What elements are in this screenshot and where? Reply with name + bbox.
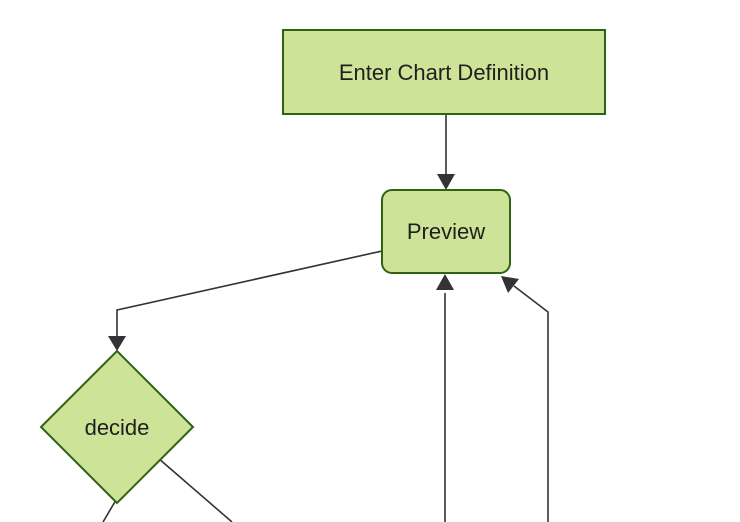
node-label: Preview: [407, 219, 485, 244]
node-preview: Preview: [381, 189, 511, 274]
edge-line: [102, 499, 117, 522]
node-label: Enter Chart Definition: [339, 60, 549, 85]
edge-decide-to-offscreen-left: [102, 499, 117, 522]
edge-decide-to-offscreen-right: [157, 457, 233, 522]
diamond-shape: [39, 349, 195, 505]
edge-enter-to-preview: [437, 114, 455, 190]
edge-bottom-right-to-preview: [501, 276, 549, 522]
edge-preview-to-decide: [108, 250, 383, 351]
edge-bottom-to-preview: [436, 274, 454, 522]
rounded-rectangle-shape: [381, 189, 511, 274]
arrowhead-down-icon: [437, 174, 455, 190]
arrowhead-down-icon: [108, 336, 126, 351]
edge-line: [116, 250, 383, 339]
arrowhead-up-left-icon: [501, 276, 519, 293]
edge-line: [513, 285, 549, 522]
rectangle-shape: [282, 29, 606, 115]
node-decide: decide: [39, 349, 195, 505]
arrowhead-up-icon: [436, 274, 454, 290]
node-label: decide: [85, 415, 150, 440]
node-enter-chart-definition: Enter Chart Definition: [282, 29, 606, 115]
edge-line: [157, 457, 233, 522]
